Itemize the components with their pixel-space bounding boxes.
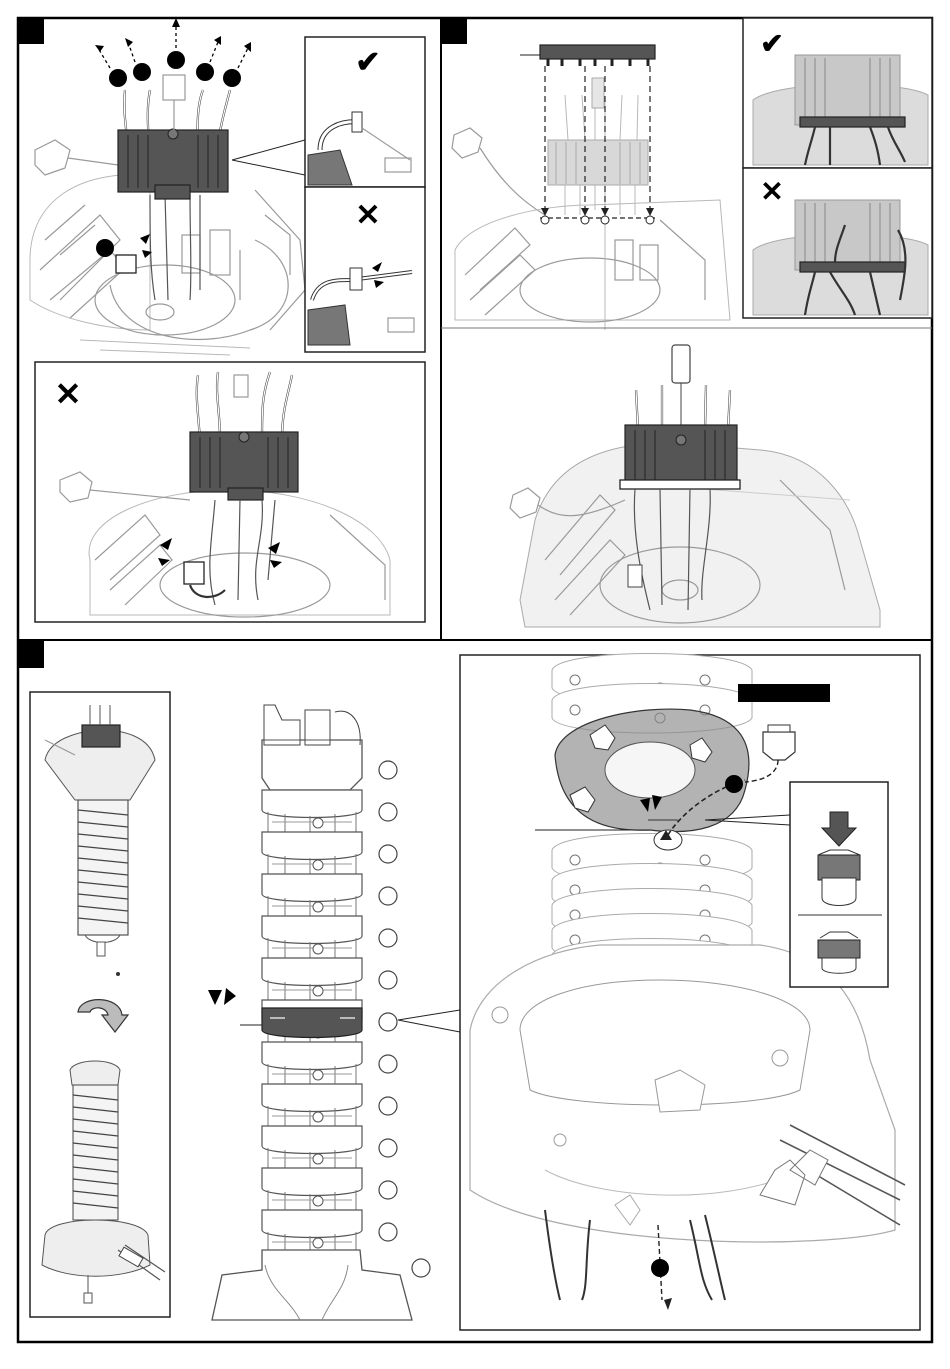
panel-1-main-illustration (30, 18, 305, 355)
level-indicator-circle (379, 1223, 397, 1241)
coil-segment (262, 916, 362, 958)
step-2-marker (441, 18, 467, 44)
coil-segment (262, 1126, 362, 1168)
level-indicator-circle (379, 1181, 397, 1199)
checkmark-icon: ✔ (760, 28, 783, 59)
level-indicator-circle (379, 1139, 397, 1157)
attention-marks-icon (208, 988, 236, 1005)
level-indicator-circle (379, 761, 397, 779)
cross-icon: ✕ (355, 199, 380, 232)
step-3-marker (18, 640, 44, 668)
coil-segment (262, 958, 362, 1000)
panel-2-result-illustration (510, 345, 880, 627)
level-indicator-circle (412, 1259, 430, 1277)
panel-3-overview (30, 692, 170, 1317)
coil-segment (262, 1084, 362, 1126)
cross-icon: ✕ (55, 376, 82, 412)
coil-segment (262, 1042, 362, 1084)
panel-3-heater-column (262, 705, 362, 790)
coil-segment (262, 874, 362, 916)
level-indicator-circle (379, 845, 397, 863)
cross-icon: ✕ (760, 176, 783, 207)
level-indicator-circle (379, 929, 397, 947)
coil-segment (262, 790, 362, 832)
level-indicator-circle (379, 1097, 397, 1115)
panel-2-wrong-inset: ✕ (743, 168, 932, 318)
coil-segment (262, 1168, 362, 1210)
coil-segment (262, 832, 362, 874)
coil-segment (262, 1210, 362, 1252)
level-indicator-circle (379, 1013, 397, 1031)
level-indicator-circle (379, 887, 397, 905)
level-indicator-circle (379, 803, 397, 821)
panel-3-detail-view (460, 654, 920, 1331)
panel-2-correct-inset: ✔ (743, 18, 932, 168)
panel-1-wrong-example: ✕ (35, 362, 425, 622)
panel-1-correct-inset: ✔ (305, 37, 425, 187)
panel-1-wrong-inset: ✕ (305, 187, 425, 352)
checkmark-icon: ✔ (355, 46, 380, 79)
panel-2-main-illustration (452, 45, 730, 330)
step-1-marker (18, 18, 44, 44)
level-indicator-circle (379, 971, 397, 989)
level-indicator-circle (379, 1055, 397, 1073)
